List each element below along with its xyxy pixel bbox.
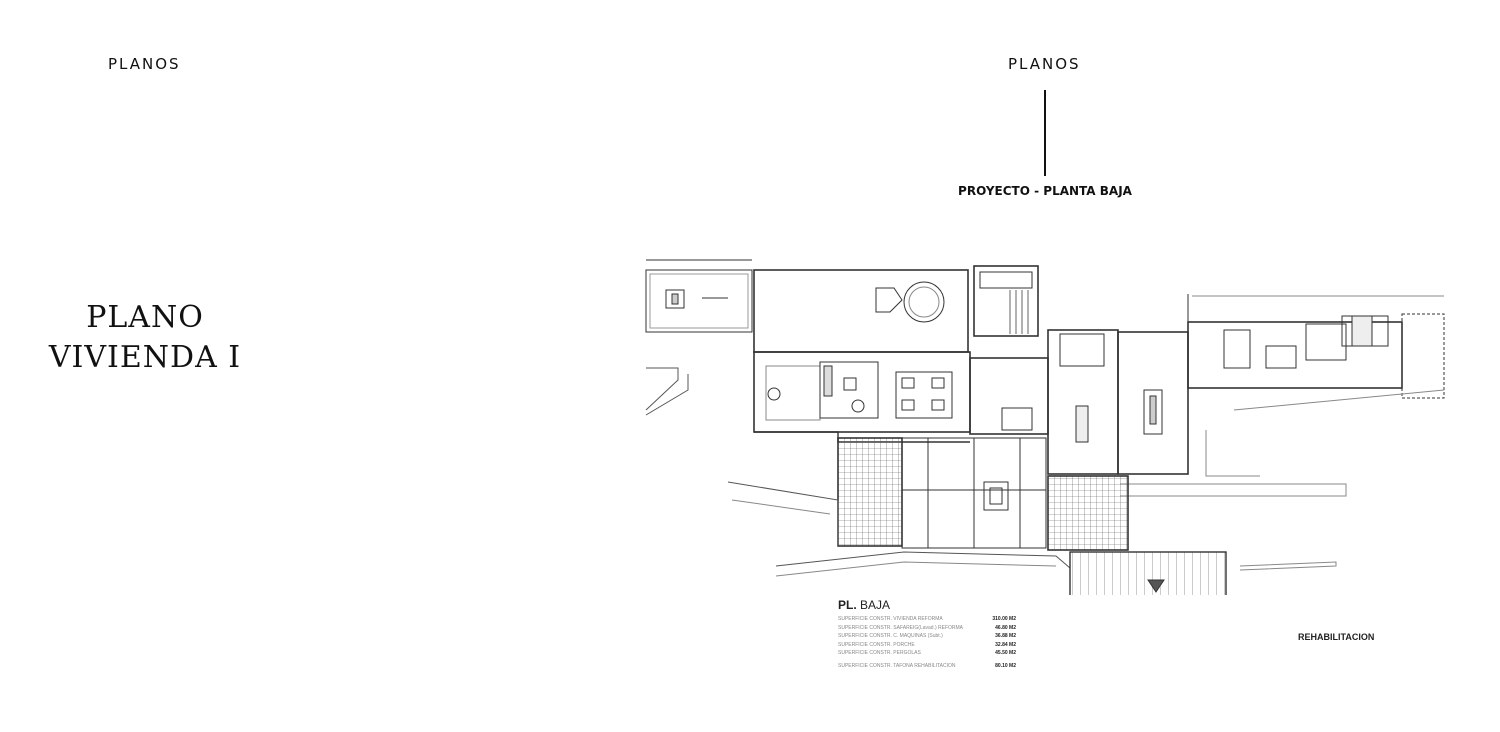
- legend-row: SUPERFICIE CONSTR. SAFAREIG(Lavad.) REFO…: [838, 625, 1016, 634]
- east-wing: [1120, 294, 1445, 497]
- legend-title-suffix: BAJA: [860, 598, 891, 612]
- legend-title-prefix: PL.: [838, 598, 857, 612]
- legend-title: PL. BAJA: [838, 598, 1038, 612]
- legend-row: SUPERFICIE CONSTR. PORCHE 32.84 M2: [838, 642, 1016, 651]
- legend-row-value: 45.50 M2: [995, 650, 1016, 656]
- legend-row: SUPERFICIE CONSTR. VIVIENDA REFORMA 310.…: [838, 616, 1016, 625]
- legend-row: SUPERFICIE CONSTR. PERGOLAS 45.50 M2: [838, 650, 1016, 659]
- page-title: PLANO VIVIENDA I: [40, 298, 250, 378]
- terrace-grids: [727, 437, 1337, 595]
- legend-row-label: SUPERFICIE CONSTR. PERGOLAS: [838, 650, 921, 656]
- legend-row-label: SUPERFICIE CONSTR. PORCHE: [838, 641, 915, 648]
- legend-row: SUPERFICIE CONSTR. TAFONA REHABILITACION…: [838, 663, 1016, 672]
- section-label-right: PLANOS: [1008, 55, 1081, 73]
- section-label-left: PLANOS: [108, 55, 181, 73]
- legend-row-label: SUPERFICIE CONSTR. VIVIENDA REFORMA: [838, 616, 943, 622]
- page-title-line-1: PLANO: [86, 300, 204, 335]
- legend-row-value: 80.10 M2: [995, 662, 1016, 669]
- legend-row-value: 46.80 M2: [995, 624, 1016, 631]
- vertical-divider: [1044, 90, 1046, 176]
- dining-block: [1047, 329, 1189, 475]
- legend-row-value: 310.00 M2: [992, 616, 1016, 622]
- legend-row-label: SUPERFICIE CONSTR. C. MAQUINAS (Subt.): [838, 633, 943, 639]
- legend-row-value: 32.84 M2: [995, 641, 1016, 648]
- floor-plan-drawing: [645, 259, 1445, 595]
- rehabilitation-label: REHABILITACION: [1298, 632, 1375, 642]
- legend-row-label: SUPERFICIE CONSTR. TAFONA REHABILITACION: [838, 662, 956, 669]
- west-wing: [645, 259, 753, 416]
- page-title-line-2: VIVIENDA I: [48, 340, 242, 375]
- stair-block: [969, 265, 1049, 435]
- living-block: [753, 269, 971, 443]
- area-legend: PL. BAJA SUPERFICIE CONSTR. VIVIENDA REF…: [838, 598, 1038, 671]
- legend-row-label: SUPERFICIE CONSTR. SAFAREIG(Lavad.) REFO…: [838, 624, 964, 631]
- legend-row: SUPERFICIE CONSTR. C. MAQUINAS (Subt.) 3…: [838, 633, 1016, 642]
- legend-row-value: 36.88 M2: [995, 633, 1016, 639]
- plan-subtitle: PROYECTO - PLANTA BAJA: [958, 184, 1132, 198]
